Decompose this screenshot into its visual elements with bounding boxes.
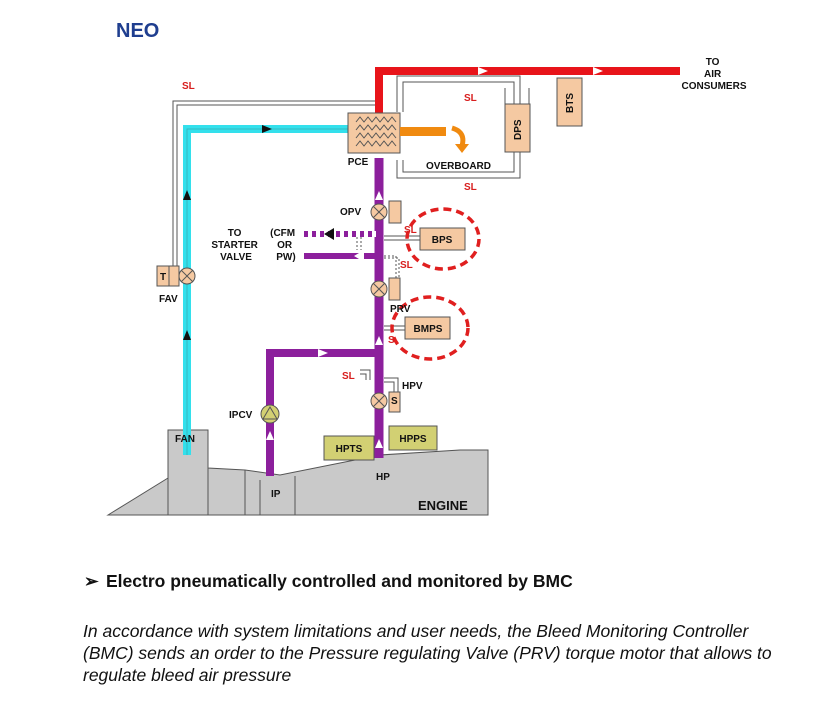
pce-label: PCE xyxy=(348,157,369,168)
starter-duct xyxy=(304,253,377,259)
hp-label: HP xyxy=(376,472,390,483)
bts-sensor xyxy=(556,77,583,127)
sl-label-bps: SL xyxy=(404,225,417,236)
sl-label-overboard: SL xyxy=(464,182,477,193)
sl-label-bmps: S xyxy=(388,335,395,346)
overboard-arrow xyxy=(451,125,466,147)
dps-sensor xyxy=(504,103,531,153)
bps-sensor xyxy=(419,227,466,251)
fan-air-duct xyxy=(183,125,348,455)
hpts-label: HPTS xyxy=(336,444,363,455)
bullet-point: ➢ Electro pneumatically controlled and mo… xyxy=(84,571,573,592)
opv-label: OPV xyxy=(340,207,361,218)
hpts-sensor xyxy=(323,435,375,461)
fav-valve xyxy=(156,265,196,287)
bleed-air-system-diagram: TO AIR CONSUMERS SL SL SL SL SL S SL PCE… xyxy=(106,57,747,516)
bmps-label: BMPS xyxy=(414,324,443,335)
hpps-sensor xyxy=(388,425,438,451)
bmps-highlight-circle xyxy=(390,295,470,361)
page-title: NEO xyxy=(116,20,160,42)
prv-label: PRV xyxy=(390,304,411,315)
fan-label: FAN xyxy=(175,434,195,445)
sl-label-fan: SL xyxy=(182,81,195,92)
bps-highlight-circle xyxy=(405,207,481,271)
engine-label: ENGINE xyxy=(418,498,468,513)
hpv-valve xyxy=(370,391,401,413)
hpps-label: HPPS xyxy=(399,434,427,445)
description-paragraph: In accordance with system limitations an… xyxy=(83,621,772,685)
ipcv-label: IPCV xyxy=(229,410,253,421)
bps-label: BPS xyxy=(432,235,453,246)
supply-line-duct xyxy=(375,67,680,113)
sl-label-hpv: SL xyxy=(342,371,355,382)
opv-valve xyxy=(370,200,402,224)
to-starter-valve-label: TO STARTER VALVE xyxy=(211,228,260,263)
bullet-arrow-icon: ➢ xyxy=(84,571,99,591)
bts-label: BTS xyxy=(565,93,576,113)
overboard-duct xyxy=(400,127,446,136)
overboard-label: OVERBOARD xyxy=(426,161,491,172)
sl-label-top: SL xyxy=(464,93,477,104)
bmps-sensor xyxy=(404,316,451,340)
fav-label: FAV xyxy=(159,294,178,305)
bullet-text: Electro pneumatically controlled and mon… xyxy=(106,571,573,591)
pce-heat-exchanger xyxy=(347,112,401,154)
ip-label: IP xyxy=(271,489,281,500)
cfm-or-pw-label: (CFM OR PW) xyxy=(270,228,298,263)
starter-duct-hatched xyxy=(304,231,377,237)
prv-valve xyxy=(370,277,401,301)
hpv-s-label: S xyxy=(391,396,398,407)
sl-label-prv: SL xyxy=(400,260,413,271)
fav-t-label: T xyxy=(160,272,166,283)
engine-body xyxy=(106,429,489,516)
dps-label: DPS xyxy=(513,119,524,140)
to-air-consumers-label: TO AIR CONSUMERS xyxy=(681,57,746,92)
hpv-label: HPV xyxy=(402,381,423,392)
ipcv-valve xyxy=(260,404,280,424)
